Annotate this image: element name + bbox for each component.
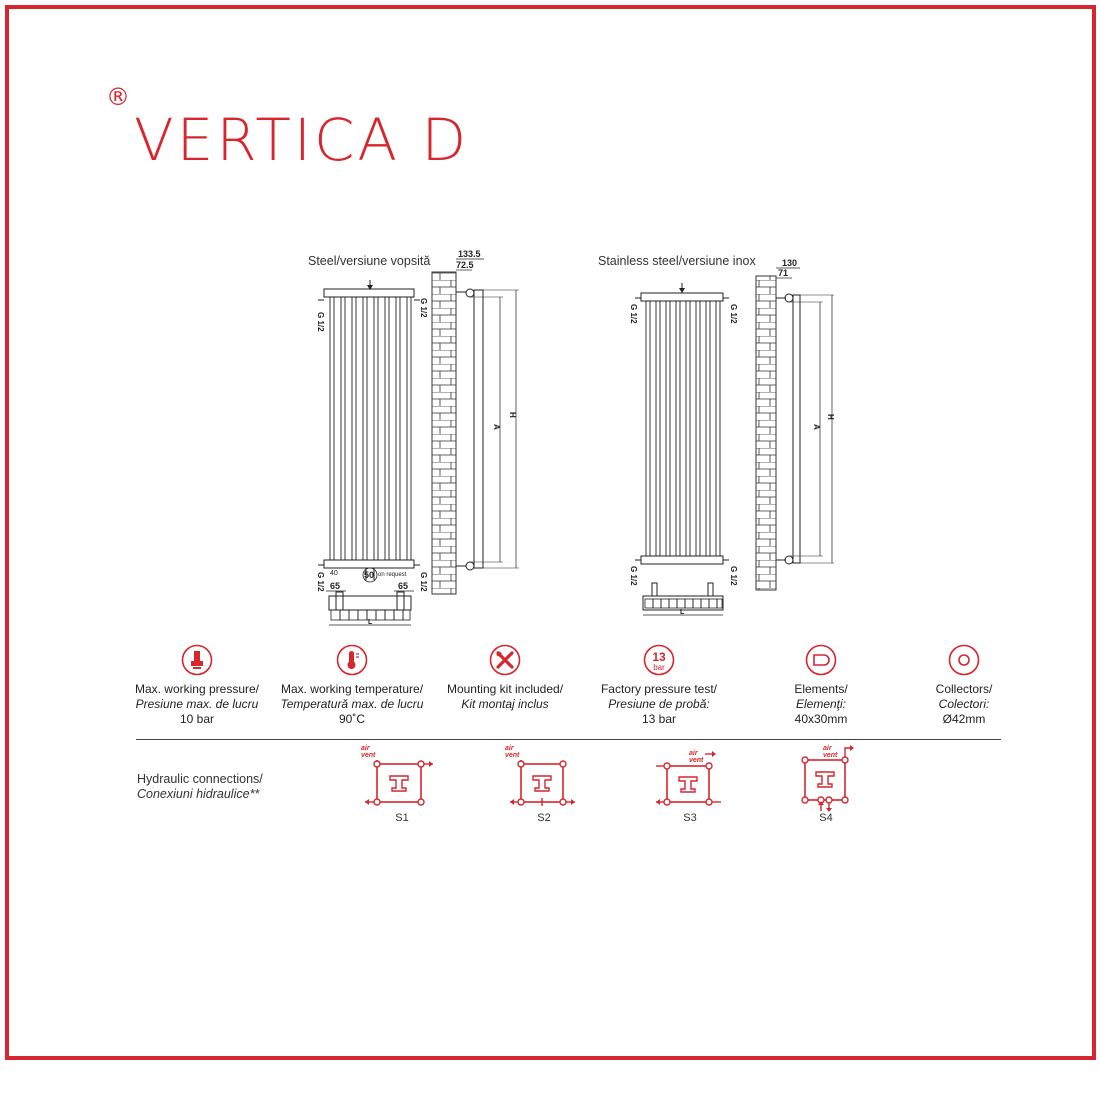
section-divider bbox=[136, 739, 1001, 740]
connection-s1-diagram: air vent bbox=[361, 745, 433, 806]
svg-text:H: H bbox=[508, 412, 517, 418]
hydraulic-connections-label: Hydraulic connections/ Conexiuni hidraul… bbox=[137, 772, 263, 801]
element-profile-icon bbox=[805, 644, 837, 676]
thread-label-tl: G 1/2 bbox=[316, 312, 325, 332]
feature-working-temperature: Max. working temperature/ Temperatură ma… bbox=[272, 644, 432, 727]
svg-text:13: 13 bbox=[652, 650, 666, 664]
tools-icon bbox=[489, 644, 521, 676]
feature-mounting-kit: Mounting kit included/ Kit montaj inclus bbox=[425, 644, 585, 712]
page-border bbox=[5, 5, 1096, 1060]
svg-text:G 1/2: G 1/2 bbox=[629, 304, 638, 324]
svg-text:65: 65 bbox=[398, 581, 408, 591]
svg-text:air: air bbox=[505, 745, 515, 752]
svg-text:air: air bbox=[361, 745, 371, 752]
svg-text:vent: vent bbox=[505, 752, 520, 759]
svg-text:40: 40 bbox=[330, 570, 338, 577]
feature-working-pressure: Max. working pressure/ Presiune max. de … bbox=[117, 644, 277, 727]
svg-text:G 1/2: G 1/2 bbox=[729, 304, 738, 324]
connection-s4: air vent S4 bbox=[781, 742, 871, 824]
svg-text:65: 65 bbox=[330, 581, 340, 591]
thread-label-tr: G 1/2 bbox=[419, 298, 428, 318]
svg-text:vent: vent bbox=[361, 752, 376, 759]
pressure-test-icon: 13 bar bbox=[643, 644, 675, 676]
connection-s2-diagram: air vent bbox=[505, 745, 575, 806]
pressure-gauge-icon bbox=[181, 644, 213, 676]
collector-circle-icon bbox=[948, 644, 980, 676]
connection-s2: air vent S2 bbox=[499, 742, 589, 824]
svg-text:L: L bbox=[680, 609, 685, 616]
product-title: VERTICA D bbox=[134, 106, 470, 174]
connection-s3-diagram: air vent bbox=[656, 750, 721, 806]
thread-label-bl: G 1/2 bbox=[316, 572, 325, 592]
feature-pressure-test: 13 bar Factory pressure test/ Presiune d… bbox=[579, 644, 739, 727]
stainless-front-view: G 1/2 G 1/2 G 1/2 G 1/2 bbox=[629, 283, 738, 586]
stainless-caption: Stainless steel/versiune inox bbox=[598, 254, 756, 268]
svg-text:bar: bar bbox=[653, 663, 665, 672]
thermometer-icon bbox=[336, 644, 368, 676]
dim-72-5: 72.5 bbox=[456, 260, 474, 270]
svg-text:vent: vent bbox=[689, 757, 704, 764]
connection-s1: air vent S1 bbox=[357, 742, 447, 824]
steel-caption: Steel/versiune vopsită bbox=[308, 254, 431, 268]
svg-text:A: A bbox=[492, 424, 501, 430]
technical-drawings: G 1/2 G 1/2 G 1/2 G 1/2 40 50 on request… bbox=[316, 249, 835, 626]
svg-text:G 1/2: G 1/2 bbox=[629, 566, 638, 586]
dim-133-5: 133.5 bbox=[458, 249, 481, 259]
steel-side-view: 133.5 72.5 A H bbox=[431, 249, 519, 595]
svg-text:vent: vent bbox=[823, 752, 838, 759]
stainless-top-view: L bbox=[642, 582, 724, 616]
svg-text:G 1/2: G 1/2 bbox=[729, 566, 738, 586]
steel-front-view: G 1/2 G 1/2 G 1/2 G 1/2 40 50 on request… bbox=[316, 280, 428, 592]
registered-mark: ® bbox=[106, 83, 130, 111]
svg-text:H: H bbox=[826, 414, 835, 420]
thread-label-br: G 1/2 bbox=[419, 572, 428, 592]
svg-text:air: air bbox=[823, 745, 833, 752]
connection-s4-diagram: air vent bbox=[801, 745, 854, 812]
stainless-side-view: 130 71 A H bbox=[755, 258, 835, 591]
svg-text:130: 130 bbox=[782, 258, 797, 268]
svg-text:L: L bbox=[368, 619, 373, 626]
svg-text:71: 71 bbox=[778, 268, 788, 278]
dim-50: 50 bbox=[364, 570, 374, 580]
connection-s3: air vent S3 bbox=[645, 742, 735, 824]
svg-text:air: air bbox=[689, 750, 699, 757]
svg-text:A: A bbox=[812, 424, 821, 430]
feature-elements: Elements/ Elemenţi: 40x30mm bbox=[741, 644, 901, 727]
svg-text:on request: on request bbox=[378, 572, 407, 578]
steel-top-view: L bbox=[328, 591, 412, 626]
feature-collectors: Collectors/ Colectori: Ø42mm bbox=[884, 644, 1044, 727]
